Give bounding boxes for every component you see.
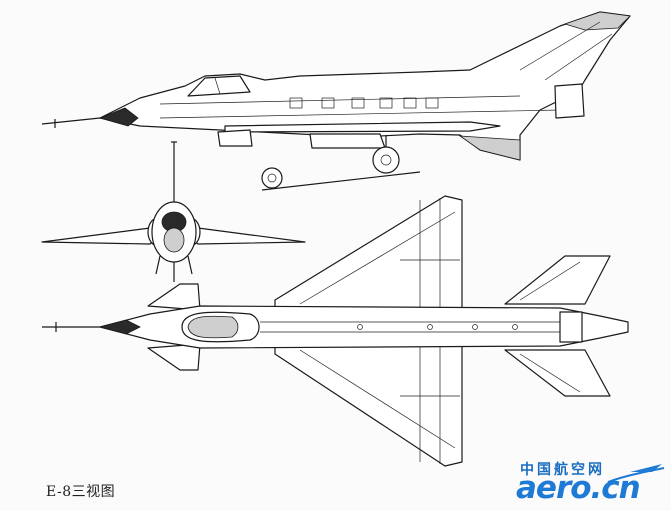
figure-caption: E-8三视图 [46,484,116,500]
aero-cn-watermark: 中国航空网 aero.cn [512,458,668,506]
front-view [41,141,306,282]
plane-swoosh-icon [607,464,665,483]
watermark-chinese-text: 中国航空网 [520,462,605,478]
top-view [42,195,629,467]
watermark-english-text: aero.cn [516,470,641,506]
side-view [41,11,631,191]
